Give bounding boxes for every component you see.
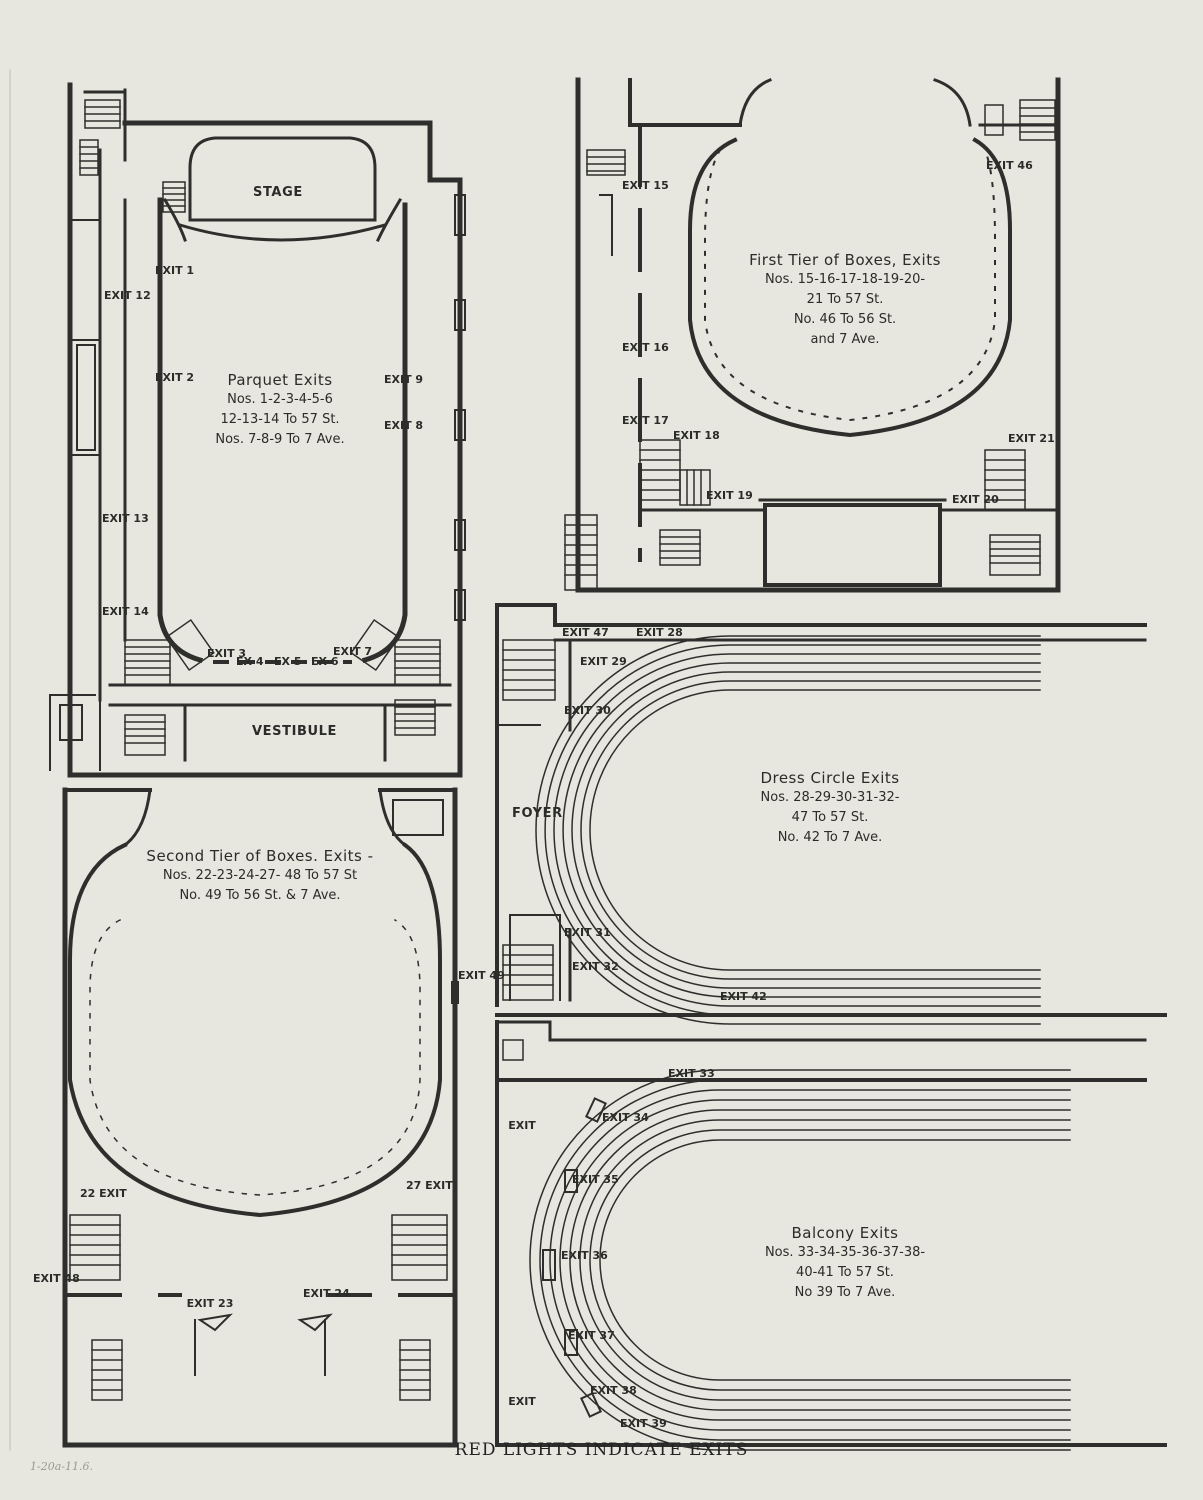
- parquet-line-3: Nos. 7-8-9 To 7 Ave.: [215, 432, 345, 447]
- second-tier-line-1: Nos. 22-23-24-27- 48 To 57 St: [162, 868, 358, 883]
- first-tier-plan: [564, 77, 1061, 593]
- seating-tier-line: [529, 1069, 1071, 1451]
- seating-tier-line: [589, 1129, 1071, 1391]
- seating-tier-line: [589, 689, 1041, 971]
- exit-35-label: EXIT 35: [572, 1173, 619, 1186]
- exit-38-label: EXIT 38: [590, 1384, 637, 1397]
- exit-17-label: EXIT 17: [622, 414, 669, 427]
- exit-8-label: EXIT 8: [384, 419, 424, 432]
- exit-14-label: EXIT 14: [102, 605, 149, 618]
- seating-tier-line: [571, 671, 1041, 989]
- vestibule-label: VESTIBULE: [252, 724, 338, 739]
- first-tier-line-2: 21 To 57 St.: [806, 292, 884, 307]
- dress-circle-title: Dress Circle Exits: [760, 769, 900, 787]
- exit-28-label: EXIT 28: [636, 626, 683, 639]
- exit-3-label: EXIT 3: [207, 647, 247, 660]
- balcony-line-3: No 39 To 7 Ave.: [794, 1285, 896, 1300]
- balcony-line-2: 40-41 To 57 St.: [796, 1265, 894, 1280]
- exit-30-label: EXIT 30: [564, 704, 611, 717]
- exit-20-label: EXIT 20: [952, 493, 999, 506]
- exit-balcony-left-upper-label: EXIT: [508, 1119, 536, 1132]
- exit-19-label: EXIT 19: [706, 489, 753, 502]
- margin-note: 1-20a-11.6.: [30, 1460, 93, 1473]
- second-tier-legend: Second Tier of Boxes. Exits - Nos. 22-23…: [125, 846, 395, 906]
- exit-13-label: EXIT 13: [102, 512, 149, 525]
- second-tier-plan: [62, 787, 459, 1448]
- second-tier-line-2: No. 49 To 56 St. & 7 Ave.: [179, 888, 341, 903]
- seating-tier-line: [549, 1089, 1071, 1431]
- parquet-exits-title: Parquet Exits: [227, 371, 333, 389]
- parquet-plan: [49, 82, 466, 778]
- balcony-plan: [495, 1020, 1167, 1451]
- exit-9-label: EXIT 9: [384, 373, 424, 386]
- parquet-exits-legend: Parquet Exits Nos. 1-2-3-4-5-6 12-13-14 …: [180, 370, 380, 450]
- exit-21-label: EXIT 21: [1008, 432, 1055, 445]
- exit-48-label: EXIT 48: [33, 1272, 80, 1285]
- exit-31-label: EXIT 31: [564, 926, 611, 939]
- balcony-line-1: Nos. 33-34-35-36-37-38-: [764, 1245, 926, 1260]
- exit-4-label: EX 4: [236, 655, 264, 668]
- first-tier-title: First Tier of Boxes, Exits: [749, 251, 941, 269]
- exit-49-label: EXIT 49: [458, 969, 505, 982]
- exit-7-label: EXIT 7: [333, 645, 373, 658]
- seating-tier-line: [553, 653, 1041, 1007]
- second-tier-title: Second Tier of Boxes. Exits -: [146, 847, 374, 865]
- exit-12-label: EXIT 12: [104, 289, 151, 302]
- seating-tier-line: [559, 1099, 1071, 1421]
- dress-circle-plan: [495, 603, 1167, 1025]
- exit-15-label: EXIT 15: [622, 179, 669, 192]
- exit-37-label: EXIT 37: [568, 1329, 615, 1342]
- dress-circle-line-3: No. 42 To 7 Ave.: [777, 830, 883, 845]
- exit-33-label: EXIT 33: [668, 1067, 715, 1080]
- exit-27-label: 27 EXIT: [406, 1179, 453, 1192]
- seating-tier-line: [562, 662, 1041, 998]
- foyer-label: FOYER: [512, 806, 563, 821]
- seating-tier-line: [535, 635, 1041, 1025]
- first-tier-line-1: Nos. 15-16-17-18-19-20-: [764, 272, 926, 287]
- exit-39-label: EXIT 39: [620, 1417, 667, 1430]
- exit-1-label: EXIT 1: [155, 264, 195, 277]
- seating-tier-line: [579, 1119, 1071, 1401]
- exit-23-label: EXIT 23: [186, 1297, 234, 1310]
- exit-32-label: EXIT 32: [572, 960, 619, 973]
- first-tier-line-4: and 7 Ave.: [810, 332, 880, 347]
- dress-circle-line-2: 47 To 57 St.: [791, 810, 869, 825]
- exit-2-label: EXIT 2: [155, 371, 195, 384]
- exit-balcony-left-lower-label: EXIT: [508, 1395, 536, 1408]
- seating-tier-line: [599, 1139, 1071, 1381]
- parquet-line-1: Nos. 1-2-3-4-5-6: [227, 392, 333, 407]
- stage-label: STAGE: [253, 185, 303, 200]
- exit-42-label: EXIT 42: [720, 990, 767, 1003]
- balcony-title: Balcony Exits: [791, 1224, 899, 1242]
- exit-22-label: 22 EXIT: [80, 1187, 127, 1200]
- exit-18-label: EXIT 18: [673, 429, 720, 442]
- seating-tier-line: [569, 1109, 1071, 1411]
- exit-46-label: EXIT 46: [986, 159, 1033, 172]
- exit-6-label: EX 6: [311, 655, 339, 668]
- exit-29-label: EXIT 29: [580, 655, 627, 668]
- first-tier-line-3: No. 46 To 56 St.: [793, 312, 897, 327]
- balcony-legend: Balcony Exits Nos. 33-34-35-36-37-38- 40…: [735, 1223, 955, 1303]
- dress-circle-legend: Dress Circle Exits Nos. 28-29-30-31-32- …: [730, 768, 930, 848]
- footer-caption: RED LIGHTS INDICATE EXITS: [454, 1440, 749, 1460]
- seating-tier-line: [580, 680, 1041, 980]
- seating-tier-line: [539, 1079, 1071, 1441]
- parquet-line-2: 12-13-14 To 57 St.: [220, 412, 340, 427]
- exit-5-label: EX 5: [274, 655, 302, 668]
- exit-24-label: EXIT 24: [303, 1287, 350, 1300]
- seating-tier-line: [544, 644, 1041, 1016]
- first-tier-legend: First Tier of Boxes, Exits Nos. 15-16-17…: [740, 250, 950, 350]
- dress-circle-line-1: Nos. 28-29-30-31-32-: [760, 790, 900, 805]
- exit-47-label: EXIT 47: [562, 626, 609, 639]
- exit-36-label: EXIT 36: [561, 1249, 608, 1262]
- exit-16-label: EXIT 16: [622, 341, 669, 354]
- exit-34-label: EXIT 34: [602, 1111, 649, 1124]
